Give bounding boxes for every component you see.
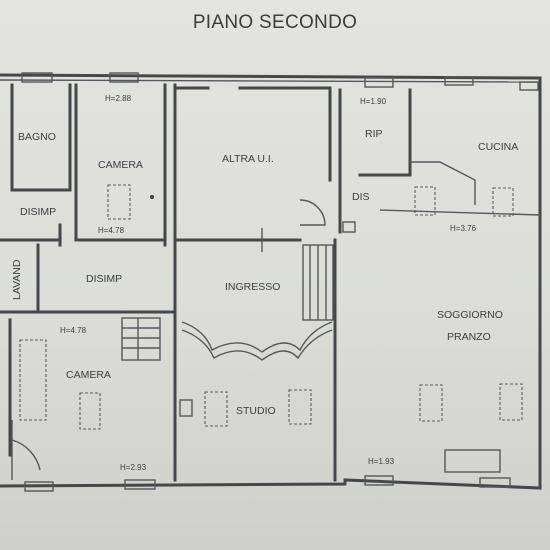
fireplace-symbol xyxy=(179,399,193,417)
room-label-altra-ui: ALTRA U.I. xyxy=(222,153,274,165)
plan-title: PIANO SECONDO xyxy=(192,12,358,33)
chair-symbol xyxy=(204,391,228,427)
window-mark xyxy=(124,479,156,490)
room-label-disimp-top: DISIMP xyxy=(20,206,56,218)
bagno-wall xyxy=(10,83,72,192)
room-label-studio: STUDIO xyxy=(236,405,276,417)
window-mark xyxy=(479,477,511,488)
bed-symbol xyxy=(107,184,131,220)
chair-symbol xyxy=(414,186,436,216)
height-label-soggiorno: H=1.93 xyxy=(368,457,395,466)
height-label-camera-top: H=2.88 xyxy=(105,94,132,103)
height-label-cucina: H=3.76 xyxy=(450,224,477,233)
height-label-camera-low: H=4.78 xyxy=(98,226,125,235)
room-label-pranzo: PRANZO xyxy=(447,331,491,343)
height-label-disimp-mid: H=4.78 xyxy=(60,326,87,335)
room-label-bagno: BAGNO xyxy=(18,131,56,143)
window-mark xyxy=(109,72,139,83)
door-mark xyxy=(342,221,356,233)
chair-symbol xyxy=(288,389,312,425)
arched-opening xyxy=(181,321,333,353)
room-label-rip: RIP xyxy=(365,128,383,140)
room-label-dis: DIS xyxy=(352,191,370,203)
sofa-symbol xyxy=(499,383,523,421)
small-stair xyxy=(121,317,161,361)
room-label-soggiorno: SOGGIORNO xyxy=(437,309,503,321)
window-mark xyxy=(21,72,53,83)
bed-symbol xyxy=(19,339,47,421)
window-mark xyxy=(519,81,539,91)
window-mark xyxy=(24,481,54,492)
door-swing xyxy=(11,420,41,480)
altra-ui-wall xyxy=(176,86,332,182)
room-label-camera-top: CAMERA xyxy=(98,159,143,171)
cucina-counter xyxy=(410,161,476,205)
table-symbol xyxy=(79,392,101,430)
height-label-rip: H=1.90 xyxy=(360,97,387,106)
outer-wall-inner-line xyxy=(0,79,538,83)
chair-symbol xyxy=(492,187,514,217)
sofa-symbol xyxy=(419,384,443,422)
door-swing xyxy=(299,199,326,226)
room-label-disimp-mid: DISIMP xyxy=(86,273,122,285)
window-mark xyxy=(364,475,394,486)
fixture-dot xyxy=(150,195,154,199)
window-mark xyxy=(444,76,474,86)
room-label-ingresso: INGRESSO xyxy=(225,281,280,293)
room-label-lavand: LAVAND xyxy=(11,259,23,300)
room-label-cucina: CUCINA xyxy=(478,141,518,153)
window-mark xyxy=(364,77,394,88)
room-label-camera-bottom: CAMERA xyxy=(66,369,111,381)
height-label-camera-bottom: H=2.93 xyxy=(120,463,147,472)
radiator-symbol xyxy=(444,449,501,473)
arched-opening-inner xyxy=(181,329,333,361)
